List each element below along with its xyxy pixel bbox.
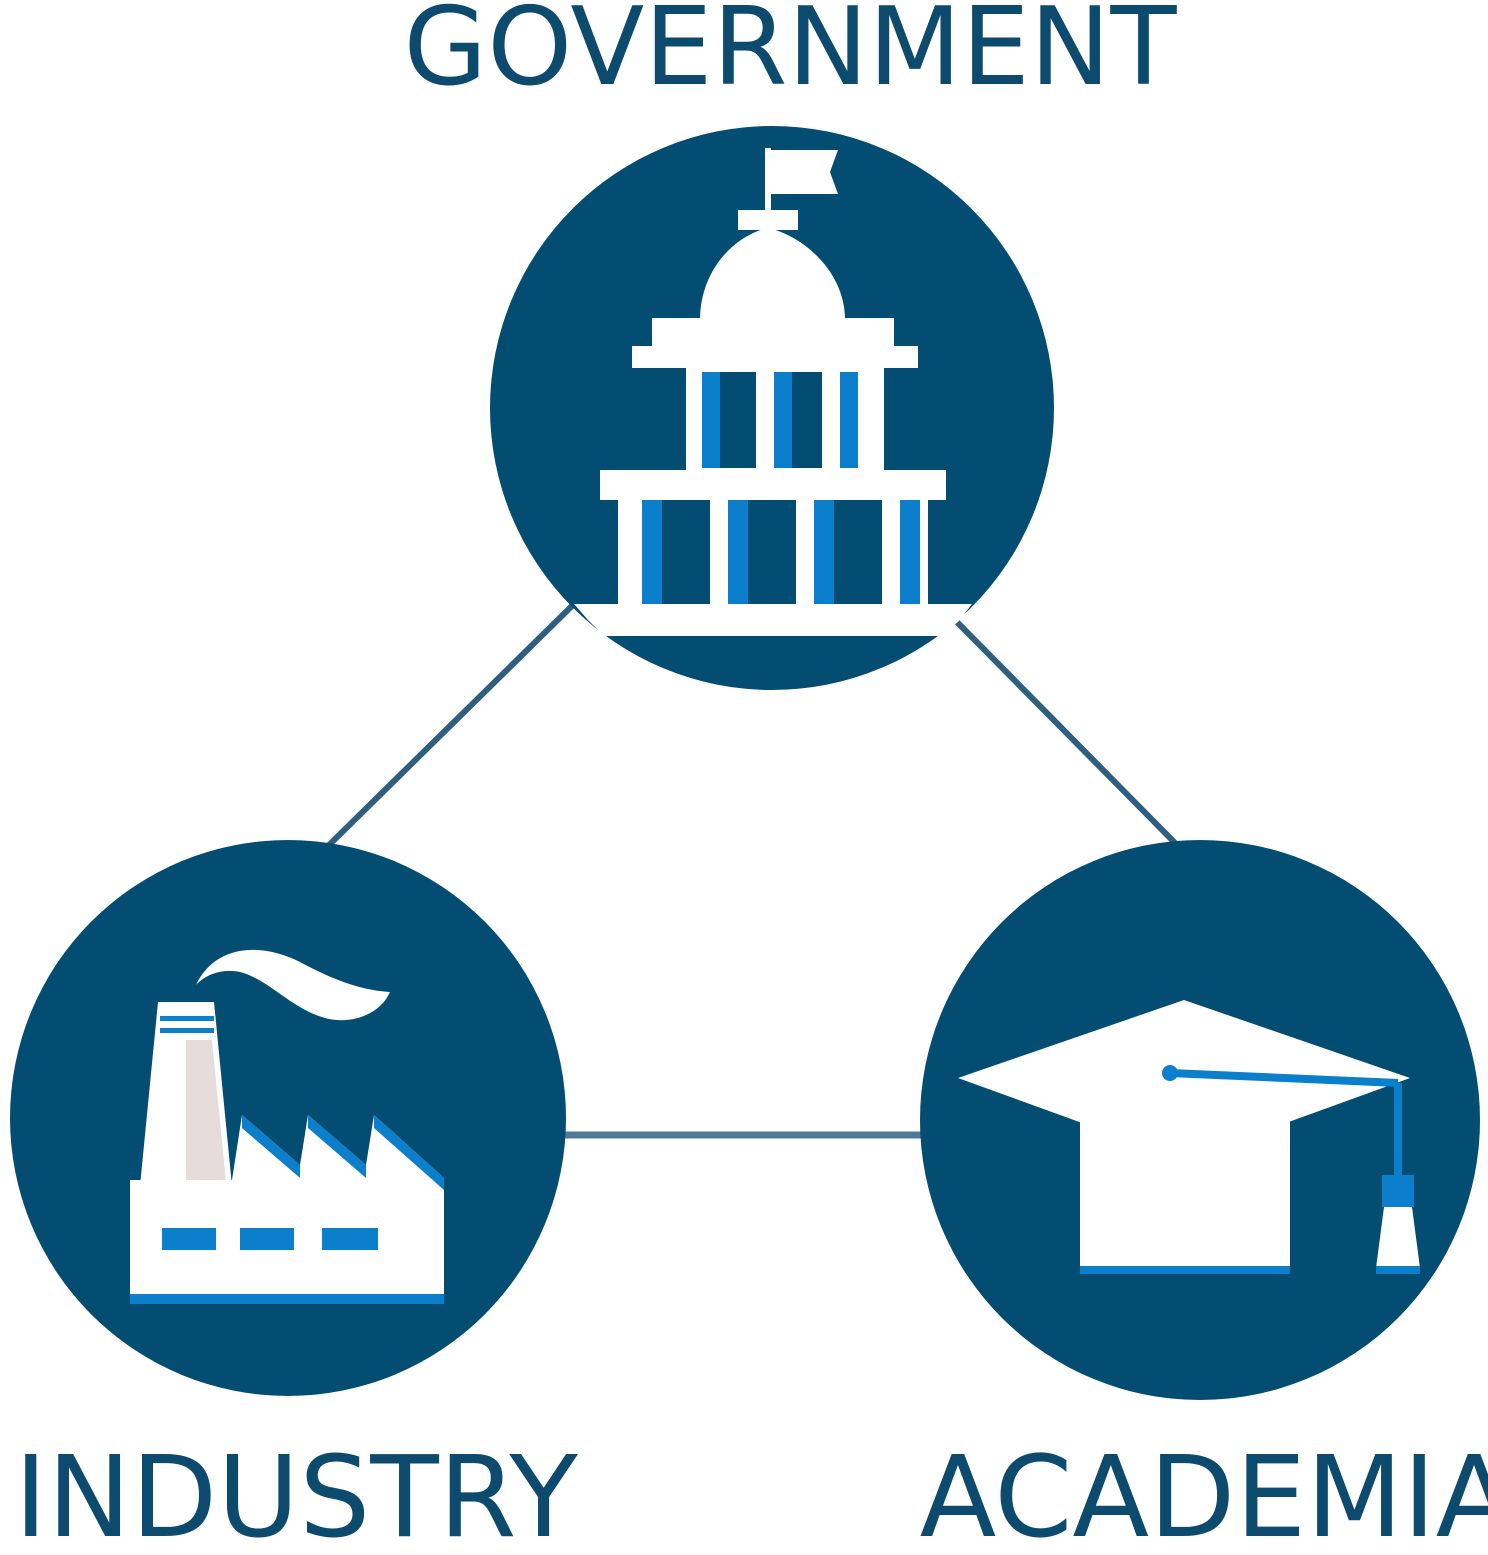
government-label: GOVERNMENT: [404, 0, 1178, 110]
industry-label: INDUSTRY: [14, 1433, 578, 1550]
node-industry: INDUSTRY: [10, 840, 578, 1555]
connectors: [323, 597, 1183, 1139]
edge-government-industry: [323, 597, 581, 851]
academia-label: ACADEMIA: [920, 1433, 1488, 1550]
node-government: GOVERNMENT: [404, 0, 1178, 690]
industry-circle: [10, 840, 566, 1396]
edge-government-academia: [952, 617, 1183, 851]
factory-icon: [130, 949, 444, 1304]
capitol-building-icon: [574, 148, 972, 636]
node-academia: ACADEMIA: [920, 840, 1488, 1555]
graduation-cap-icon: [958, 1000, 1420, 1274]
